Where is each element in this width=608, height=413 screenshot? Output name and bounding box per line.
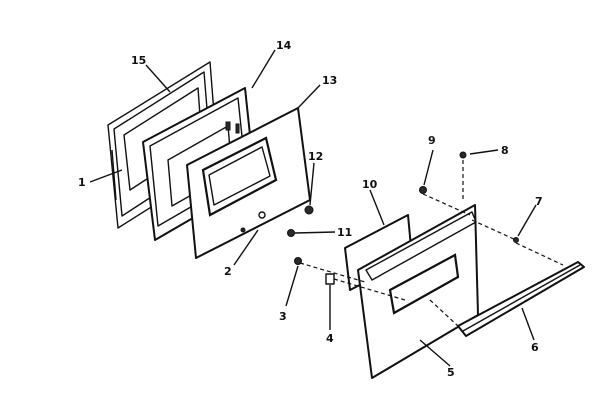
part-9-screw — [419, 149, 434, 194]
part-8-screw — [459, 149, 499, 159]
callout-6: 6 — [531, 341, 539, 354]
part-13-inner-panel — [186, 107, 311, 259]
callout-5: 5 — [447, 366, 455, 379]
callout-8: 8 — [501, 144, 509, 157]
callout-7: 7 — [535, 195, 543, 208]
part-12-screw — [304, 205, 314, 215]
callout-3: 3 — [279, 310, 287, 323]
callout-1: 1 — [78, 176, 86, 189]
callout-12: 12 — [308, 150, 323, 163]
part-3-screw — [285, 257, 302, 307]
leaders-left — [89, 49, 336, 266]
callout-13: 13 — [322, 74, 337, 87]
part-6-handle — [457, 261, 585, 341]
part-4-clip — [325, 273, 335, 330]
callout-15: 15 — [131, 54, 146, 67]
callout-2: 2 — [224, 265, 232, 278]
part-7-screw — [513, 204, 537, 243]
part-11-screw — [287, 229, 295, 237]
part-5-outer-door — [357, 204, 479, 379]
callout-4: 4 — [326, 332, 334, 345]
callout-10: 10 — [362, 178, 378, 191]
callout-9: 9 — [428, 134, 436, 147]
callout-11: 11 — [337, 226, 352, 239]
assembly-dashed-lines — [299, 160, 564, 327]
callout-14: 14 — [276, 39, 292, 52]
